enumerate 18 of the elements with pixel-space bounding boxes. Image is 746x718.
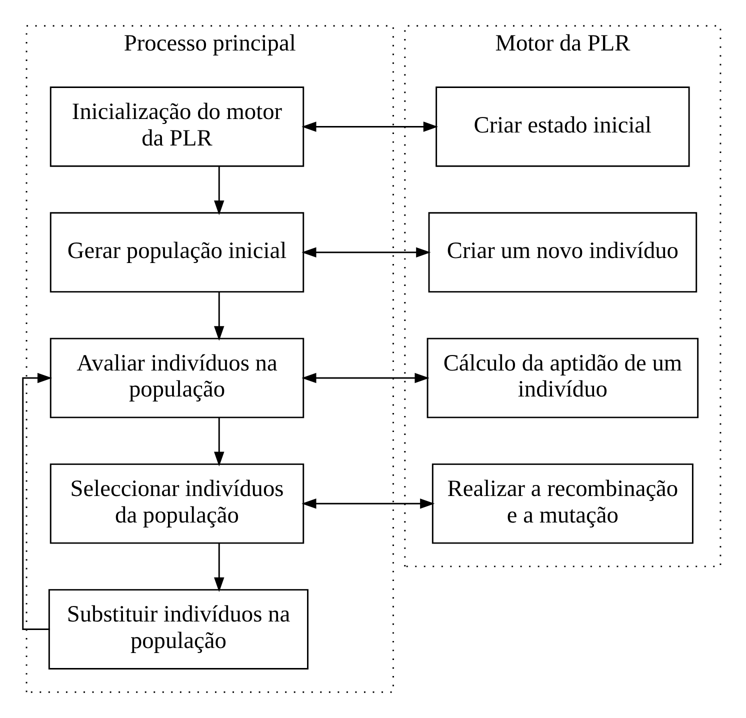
arrow xyxy=(214,292,224,341)
arrow xyxy=(301,122,438,132)
node-box: Gerar população inicial xyxy=(49,212,304,293)
node-box: Inicialização do motor da PLR xyxy=(49,86,304,167)
node-box: Avaliar indivíduos na população xyxy=(49,338,304,418)
arrow xyxy=(214,543,224,592)
node-box: Realizar a recombinação e a mutação xyxy=(431,463,693,544)
arrow xyxy=(214,418,224,466)
node-box: Criar estado inicial xyxy=(435,86,690,167)
node-box: Cálculo da aptidão de um indivíduo xyxy=(426,338,698,418)
arrow xyxy=(301,247,430,258)
arrow xyxy=(214,166,224,216)
arrow xyxy=(301,372,429,384)
arrow xyxy=(301,498,434,509)
node-box: Substituir indivíduos na população xyxy=(48,589,308,670)
arrow xyxy=(22,372,52,630)
node-box: Seleccionar indivíduos da população xyxy=(49,463,304,544)
node-box: Criar um novo indivíduo xyxy=(428,212,697,293)
